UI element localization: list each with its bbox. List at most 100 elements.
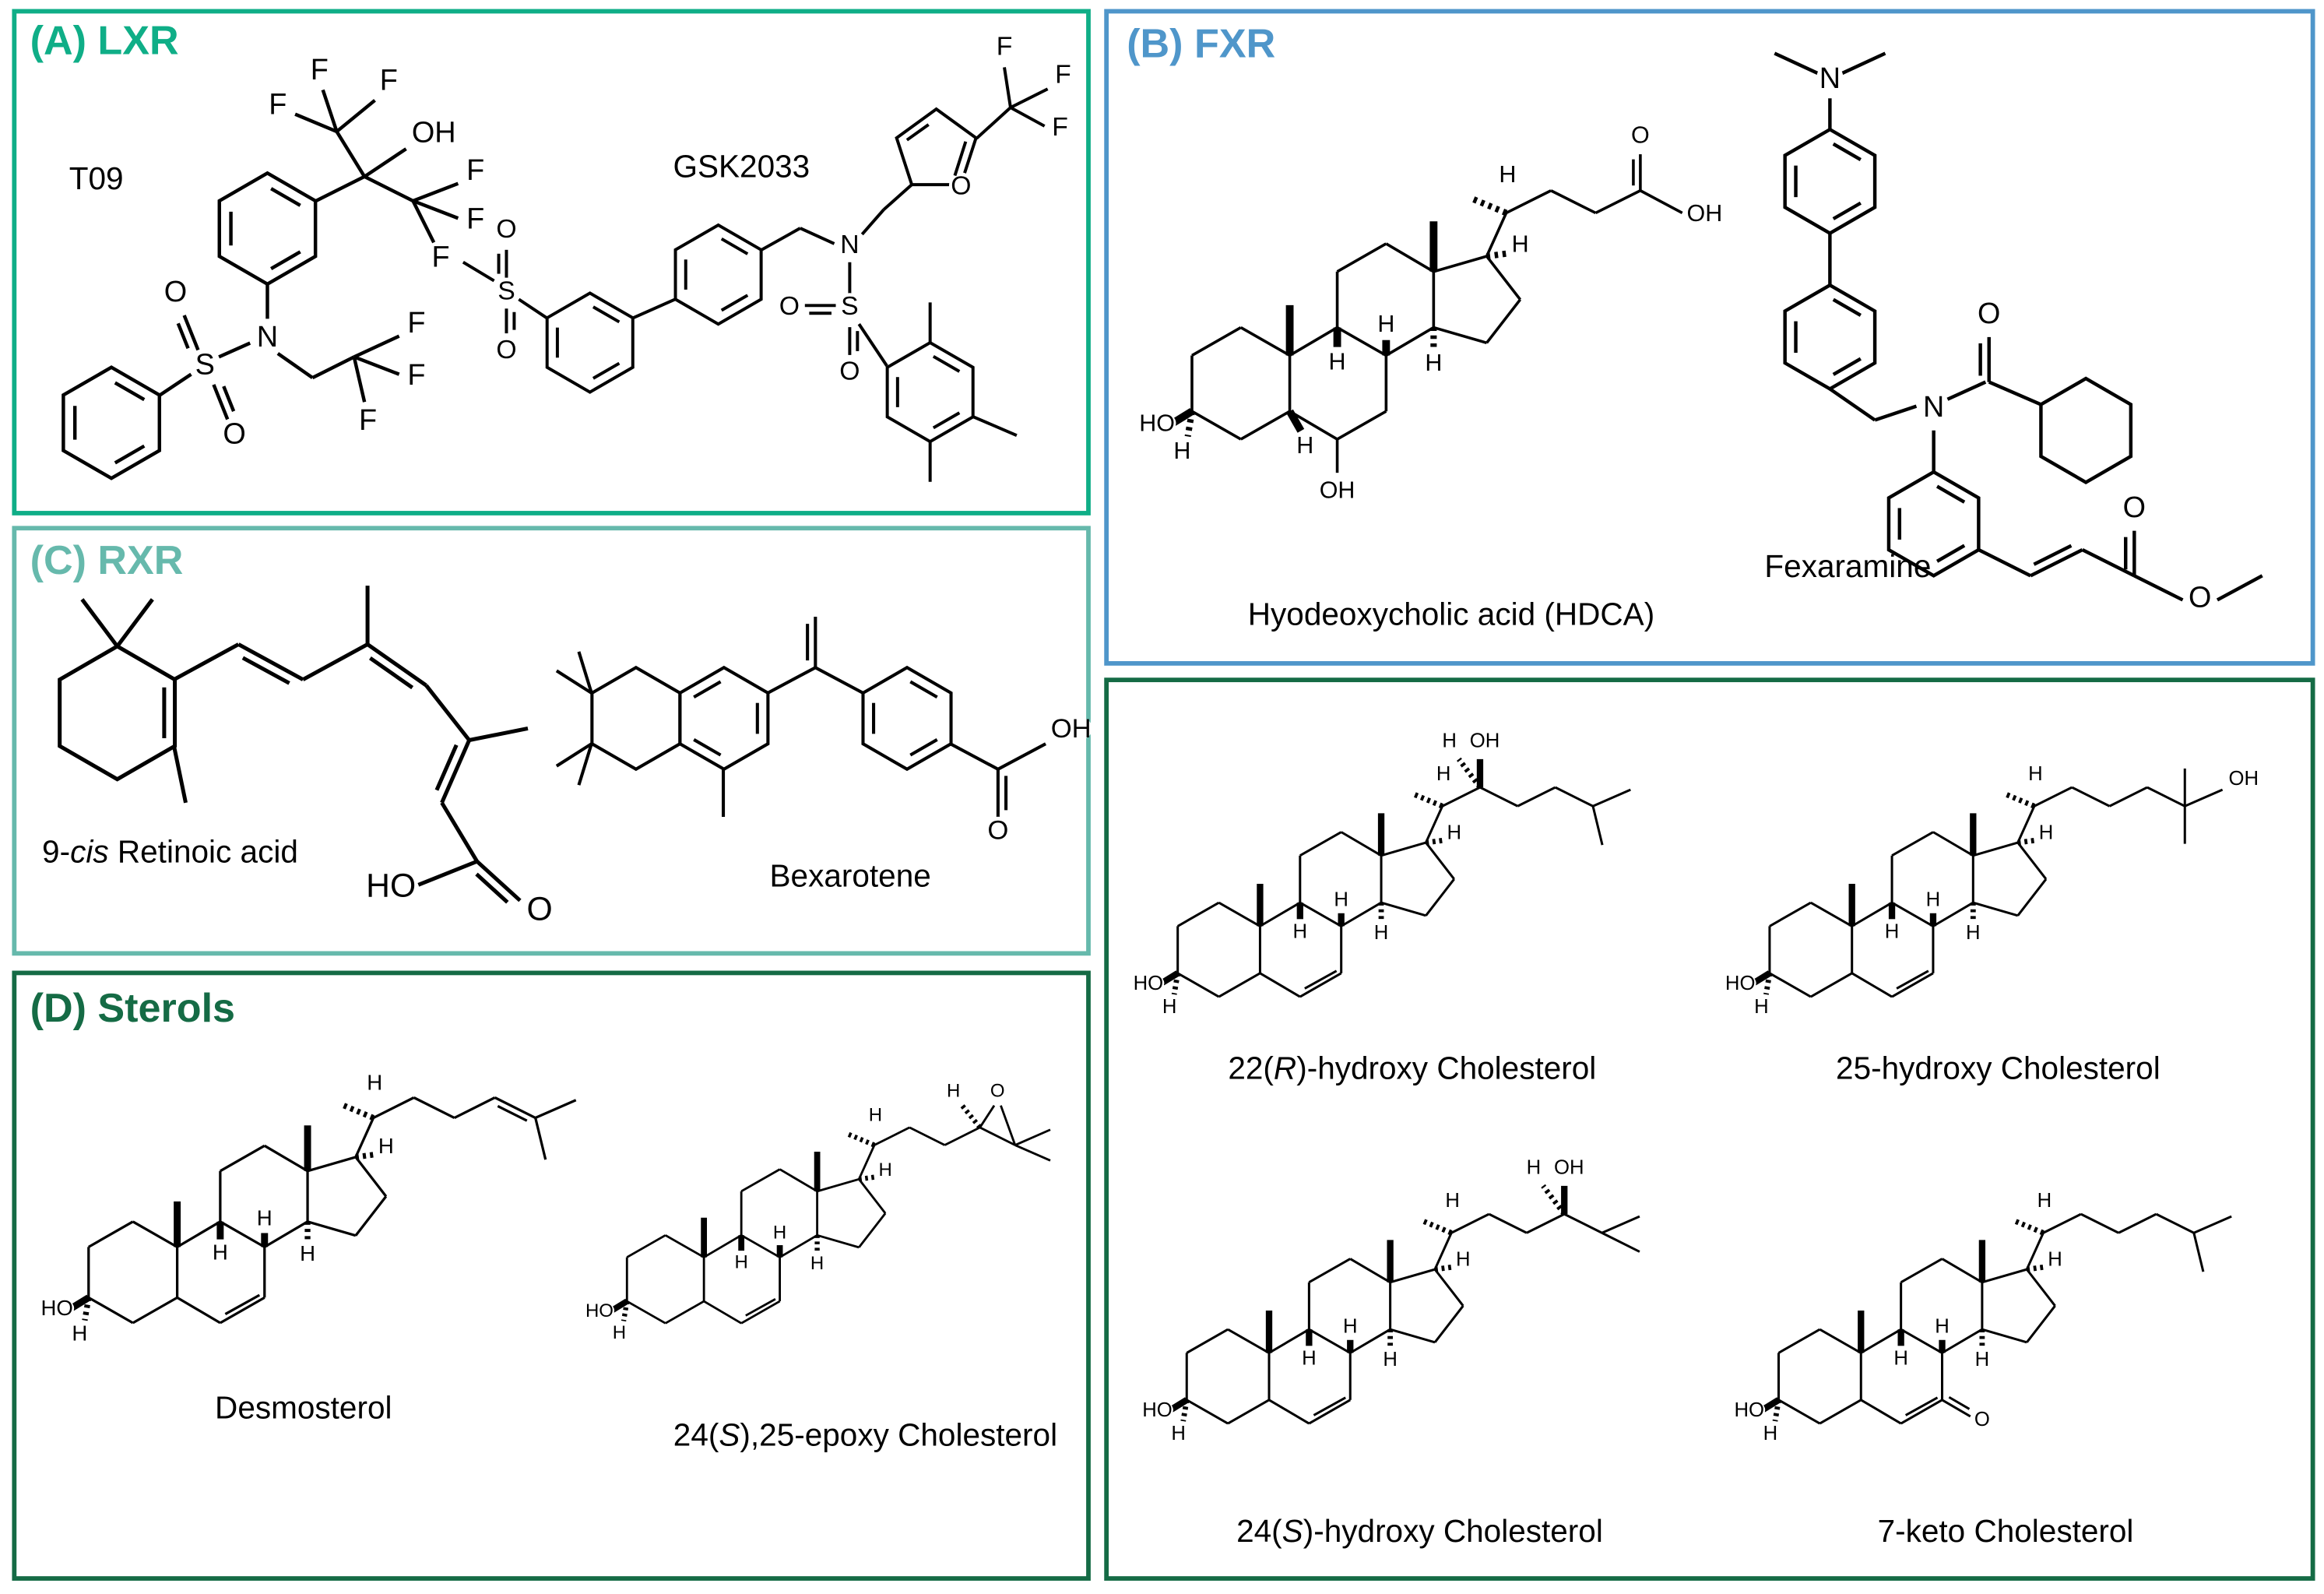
panel-sterols-right bbox=[1104, 677, 2315, 1581]
svg-text:H: H bbox=[1456, 1249, 1471, 1271]
compound-name-24s25-epoxy-cholesterol: 24(S),25-epoxy Cholesterol bbox=[673, 1418, 1058, 1453]
compound-name-t09: T09 bbox=[69, 162, 124, 197]
compound-name-gsk2033: GSK2033 bbox=[673, 150, 810, 185]
panel-fxr bbox=[1104, 9, 2315, 666]
svg-text:N: N bbox=[840, 230, 859, 259]
svg-text:O: O bbox=[839, 357, 860, 386]
svg-text:H: H bbox=[810, 1253, 824, 1274]
svg-text:H: H bbox=[1512, 231, 1529, 258]
panel-lxr bbox=[12, 9, 1091, 515]
svg-text:OH: OH bbox=[1470, 730, 1500, 752]
svg-text:F: F bbox=[1052, 112, 1068, 142]
svg-text:HO: HO bbox=[585, 1300, 614, 1321]
svg-text:H: H bbox=[72, 1321, 87, 1346]
svg-text:OH: OH bbox=[1687, 200, 1723, 227]
svg-text:H: H bbox=[1763, 1423, 1778, 1444]
svg-text:O: O bbox=[496, 335, 516, 364]
svg-text:OH: OH bbox=[1051, 714, 1092, 744]
svg-text:O: O bbox=[987, 816, 1008, 846]
svg-text:H: H bbox=[1926, 889, 1941, 911]
svg-text:O: O bbox=[2189, 581, 2211, 614]
svg-text:H: H bbox=[1374, 922, 1389, 944]
svg-text:F: F bbox=[466, 154, 484, 187]
svg-text:HO: HO bbox=[1734, 1399, 1764, 1421]
svg-text:H: H bbox=[1442, 730, 1457, 752]
structure-bexarotene: O OH bbox=[555, 617, 1093, 846]
svg-text:H: H bbox=[1445, 1190, 1460, 1212]
panel-label-lxr: (A) LXR bbox=[30, 18, 179, 64]
svg-text:H: H bbox=[1377, 311, 1394, 337]
panel-label-rxr: (C) RXR bbox=[30, 537, 184, 583]
svg-text:H: H bbox=[1383, 1349, 1398, 1371]
structure-9cis-retinoic-acid: OHO bbox=[58, 586, 555, 928]
svg-text:O: O bbox=[164, 276, 187, 308]
svg-text:H: H bbox=[734, 1252, 747, 1273]
svg-text:F: F bbox=[380, 64, 398, 97]
svg-text:H: H bbox=[2039, 822, 2054, 844]
svg-text:F: F bbox=[997, 32, 1013, 62]
svg-text:H: H bbox=[1302, 1347, 1317, 1369]
svg-text:OH: OH bbox=[412, 116, 456, 149]
svg-text:H: H bbox=[2028, 763, 2043, 785]
svg-text:H: H bbox=[2037, 1190, 2052, 1212]
compound-name-25-hydroxy-cholesterol: 25-hydroxy Cholesterol bbox=[1836, 1051, 2161, 1087]
svg-text:HO: HO bbox=[1134, 973, 1164, 994]
svg-text:O: O bbox=[951, 171, 971, 200]
svg-text:F: F bbox=[407, 307, 425, 340]
svg-text:O: O bbox=[2123, 491, 2146, 524]
svg-text:O: O bbox=[1978, 297, 2000, 330]
svg-text:H: H bbox=[1425, 350, 1442, 376]
svg-text:O: O bbox=[223, 418, 245, 451]
compound-name-7-keto-cholesterol: 7-keto Cholesterol bbox=[1877, 1515, 2134, 1550]
svg-text:H: H bbox=[613, 1322, 626, 1343]
svg-text:H: H bbox=[1436, 763, 1451, 785]
svg-text:F: F bbox=[359, 404, 377, 437]
svg-text:O: O bbox=[526, 891, 552, 928]
svg-text:H: H bbox=[1499, 161, 1516, 188]
svg-text:H: H bbox=[1447, 822, 1461, 844]
panel-label-sterols: (D) Sterols bbox=[30, 985, 236, 1031]
svg-text:H: H bbox=[1343, 1316, 1358, 1338]
panel-sterols-left bbox=[12, 970, 1091, 1581]
svg-text:S: S bbox=[195, 349, 215, 382]
svg-text:H: H bbox=[1173, 438, 1190, 464]
panel-rxr bbox=[12, 526, 1091, 956]
svg-text:HO: HO bbox=[1142, 1399, 1173, 1421]
svg-text:H: H bbox=[300, 1241, 315, 1265]
svg-text:H: H bbox=[1754, 996, 1769, 1018]
svg-text:H: H bbox=[1975, 1349, 1990, 1371]
svg-text:H: H bbox=[1171, 1423, 1186, 1444]
compound-name-22r-hydroxy-cholesterol: 22(R)-hydroxy Cholesterol bbox=[1228, 1051, 1597, 1087]
svg-text:HO: HO bbox=[1725, 973, 1756, 994]
svg-text:F: F bbox=[311, 54, 329, 86]
svg-text:H: H bbox=[947, 1080, 960, 1101]
svg-text:H: H bbox=[878, 1159, 891, 1181]
svg-text:HO: HO bbox=[40, 1296, 72, 1320]
svg-text:H: H bbox=[773, 1223, 786, 1244]
svg-text:H: H bbox=[257, 1206, 272, 1230]
svg-text:H: H bbox=[378, 1134, 394, 1158]
svg-text:S: S bbox=[497, 276, 515, 305]
svg-text:O: O bbox=[1974, 1409, 1990, 1430]
svg-text:OH: OH bbox=[1320, 477, 1355, 503]
svg-text:H: H bbox=[1329, 348, 1346, 375]
svg-text:H: H bbox=[1885, 920, 1900, 942]
svg-text:N: N bbox=[257, 321, 278, 354]
svg-text:H: H bbox=[2048, 1249, 2062, 1271]
svg-text:F: F bbox=[1055, 59, 1071, 89]
svg-text:HO: HO bbox=[1139, 410, 1175, 436]
compound-name-24s-hydroxy-cholesterol: 24(S)-hydroxy Cholesterol bbox=[1236, 1515, 1603, 1550]
svg-text:H: H bbox=[1893, 1347, 1908, 1369]
svg-text:H: H bbox=[367, 1071, 382, 1095]
svg-text:H: H bbox=[869, 1104, 882, 1125]
svg-text:O: O bbox=[1631, 122, 1650, 149]
